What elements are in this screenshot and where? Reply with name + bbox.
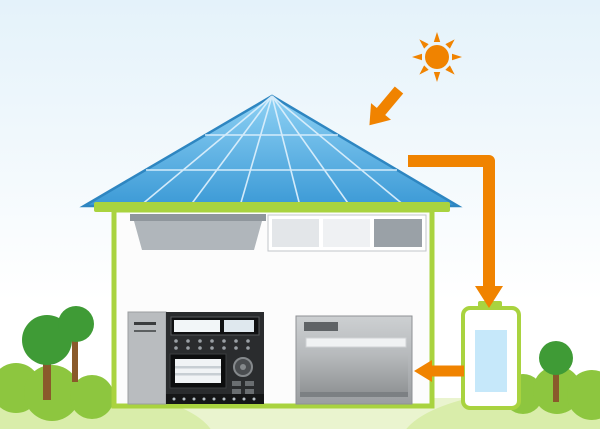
kick-plate (300, 392, 408, 397)
dial-center (240, 364, 246, 370)
bush-icon (567, 370, 600, 420)
dishwasher-handle (304, 322, 338, 331)
bush-icon (70, 375, 114, 419)
solar-panel-grid (139, 95, 406, 207)
base-lights (172, 397, 256, 401)
panel-handle (134, 322, 156, 325)
battery-to-house-arrow-icon (414, 360, 464, 382)
tree-icon (539, 341, 573, 375)
battery-icon (461, 301, 521, 410)
sun-icon (412, 32, 462, 82)
tree-trunks (43, 336, 559, 402)
display-screen (174, 320, 220, 332)
appliance-side-panel (127, 311, 167, 405)
dishwasher-icon (295, 315, 413, 405)
microwave-window (175, 359, 221, 383)
window-pane (374, 219, 422, 247)
bushes (0, 363, 600, 421)
button-row (174, 339, 250, 350)
kitchen-appliance-icon (127, 311, 264, 405)
eaves-board (94, 202, 450, 212)
battery-charge-level (475, 330, 507, 392)
roof-to-battery-arrow-icon (408, 155, 503, 308)
tree-trunk (43, 350, 51, 400)
second-floor (130, 214, 427, 252)
trees (22, 306, 573, 402)
tree-trunk (72, 336, 78, 382)
sun-core (425, 45, 449, 69)
tree-trunk (553, 370, 559, 402)
tree-icon (58, 306, 94, 342)
solar-roof (79, 94, 463, 212)
control-slot (305, 337, 407, 348)
house (111, 207, 435, 409)
bush-icon (24, 365, 80, 421)
small-buttons (232, 381, 254, 394)
vent-hood-icon (134, 221, 262, 250)
sun-rays (412, 32, 462, 82)
display-screen (224, 320, 254, 332)
window-pane (323, 219, 370, 247)
sun-to-roof-arrow-icon (369, 86, 404, 126)
tree-canopies (22, 306, 573, 375)
window-line (175, 366, 221, 369)
window-line (175, 373, 221, 376)
window-pane (272, 219, 319, 247)
vent-hood-lip (130, 214, 266, 221)
dishwasher-door (300, 354, 408, 396)
panel-line (134, 330, 156, 332)
energy-flow-arrows (369, 86, 503, 382)
